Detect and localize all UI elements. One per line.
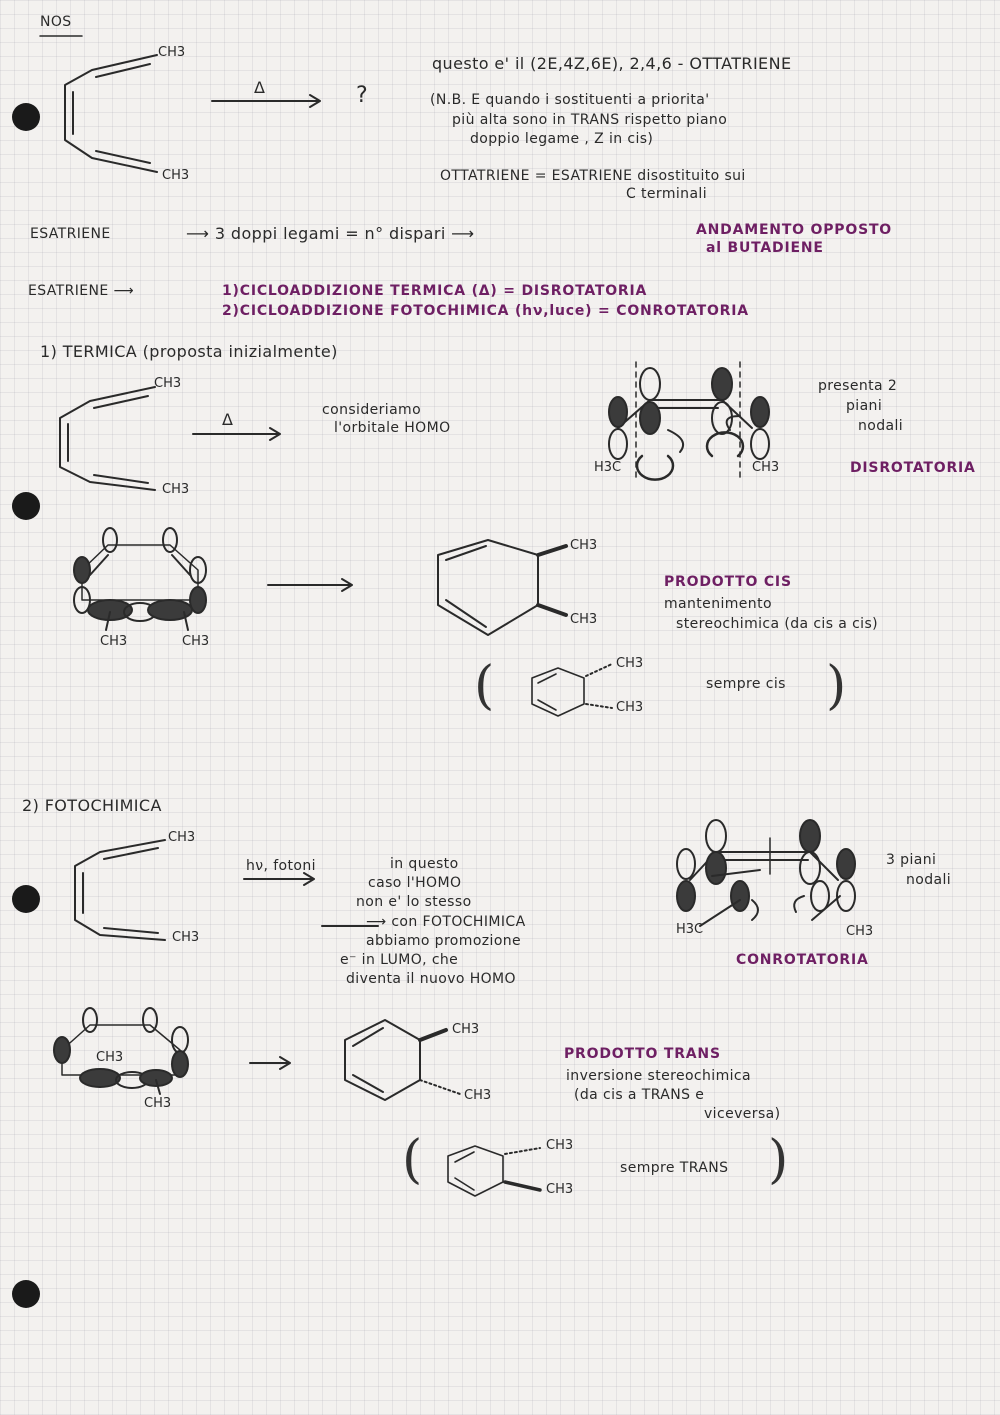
foto-text5: abbiamo promozione [366,933,522,949]
ch3-label-f2: CH3 [172,930,200,945]
esatriene1-left: ESATRIENE [30,226,111,242]
foto-nodal1: 3 piani [886,852,937,868]
esatriene2-line1: 1)CICLOADDIZIONE TERMICA (Δ) = DISROTATO… [222,283,648,299]
binder-hole-3 [12,885,40,913]
header-mark: NOS [40,14,72,30]
ch3-label-trans1: CH3 [452,1022,480,1037]
orbital-ring-termica [73,527,207,631]
foto-arrow-label: hν, fotoni [246,858,316,874]
arrow-termica [192,427,281,441]
octatriene-molecule-3 [74,839,166,941]
foto-text6: e⁻ in LUMO, che [340,952,459,968]
termica-consider1: consideriamo [322,402,422,418]
ch3-label-ring2: CH3 [182,634,210,649]
cyclohexadiene-trans-small [447,1145,542,1197]
foto-rotation: CONROTATORIA [736,952,869,968]
termica-nodal2: piani [846,398,883,414]
ch3-label-trans2: CH3 [464,1088,492,1103]
termica-heading: 1) TERMICA (proposta inizialmente) [40,342,338,361]
foto-desc2: (da cis a TRANS e [574,1087,705,1103]
cyclohexadiene-trans [344,1019,461,1101]
foto-text2: caso l'HOMO [368,875,462,891]
ch3-label-ring3: CH3 [96,1050,124,1065]
foto-text3: non e' lo stesso [356,894,472,910]
foto-desc1: inversione stereochimica [566,1068,751,1084]
paren-close-cis: ) [826,656,847,716]
esatriene2-line2: 2)CICLOADDIZIONE FOTOCHIMICA (hν,luce) =… [222,303,749,319]
termica-product: PRODOTTO CIS [664,574,792,590]
ch3-label-t1: CH3 [154,376,182,391]
foto-text1: in questo [390,856,459,872]
ch3-label-cis-small2: CH3 [616,700,644,715]
foto-product: PRODOTTO TRANS [564,1046,721,1062]
paren-open-trans: ( [402,1130,423,1190]
ch3-label-t2: CH3 [162,482,190,497]
cyclohexadiene-cis [437,539,568,636]
foto-nodal2: nodali [906,872,952,888]
binder-hole-4 [12,1280,40,1308]
homo-conrotatory-diagram [676,819,856,927]
ch3-label-foto-rot: CH3 [846,924,874,939]
octatriene-molecule-2 [59,386,156,491]
ch3-label-cis-small1: CH3 [616,656,644,671]
termica-always: sempre cis [706,676,786,692]
arrow-termica-prod [267,578,353,592]
esatriene1-highlight2: al BUTADIENE [706,240,824,256]
arrow-foto-prod [249,1056,291,1070]
delta-label-termica: Δ [222,410,234,429]
ch3-label-ring1: CH3 [100,634,128,649]
foto-heading: 2) FOTOCHIMICA [22,796,162,815]
foto-always: sempre TRANS [620,1160,729,1176]
termica-nodal3: nodali [858,418,904,434]
arrow-foto [243,872,315,886]
paren-open-cis: ( [474,656,495,716]
foto-text4: ⟶ con FOTOCHIMICA [366,914,526,930]
ch3-label-top1: CH3 [158,45,186,60]
h3c-label-termica: H3C [594,460,622,475]
binder-hole-2 [12,492,40,520]
intro-nb1: (N.B. E quando i sostituenti a priorita' [430,92,710,108]
delta-label-top: Δ [254,78,266,97]
paren-close-trans: ) [768,1130,789,1190]
termica-nodal1: presenta 2 [818,378,898,394]
ch3-label-termica-rot: CH3 [752,460,780,475]
foto-text7: diventa il nuovo HOMO [346,971,516,987]
esatriene1-highlight1: ANDAMENTO OPPOSTO [696,222,893,238]
binder-hole-1 [12,103,40,131]
intro-ott1: OTTATRIENE = ESATRIENE disostituito sui [440,168,746,184]
ch3-label-cis1: CH3 [570,538,598,553]
intro-nb3: doppio legame , Z in cis) [470,131,654,147]
question-mark: ? [356,83,369,108]
ch3-label-f1: CH3 [168,830,196,845]
termica-rotation: DISROTATORIA [850,460,976,476]
termica-consider2: l'orbitale HOMO [334,420,451,436]
termica-desc1: mantenimento [664,596,772,612]
ch3-label-cis2: CH3 [570,612,598,627]
foto-desc3: viceversa) [704,1106,781,1122]
intro-ott2: C terminali [626,186,707,202]
esatriene1-mid: ⟶ 3 doppi legami = n° dispari ⟶ [186,224,475,243]
homo-disrotatory-diagram [608,361,770,481]
h3c-label-foto: H3C [676,922,704,937]
ch3-label-trans-small1: CH3 [546,1138,574,1153]
intro-name: questo e' il (2E,4Z,6E), 2,4,6 - OTTATRI… [432,54,792,73]
orbital-ring-foto [53,1007,189,1095]
octatriene-molecule-1 [64,54,158,173]
ch3-label-trans-small2: CH3 [546,1182,574,1197]
esatriene2-left: ESATRIENE ⟶ [28,283,134,299]
termica-desc2: stereochimica (da cis a cis) [676,616,879,632]
ch3-label-ring4: CH3 [144,1096,172,1111]
ch3-label-top2: CH3 [162,168,190,183]
intro-nb2: più alta sono in TRANS rispetto piano [452,112,728,128]
cyclohexadiene-cis-small [531,663,613,717]
